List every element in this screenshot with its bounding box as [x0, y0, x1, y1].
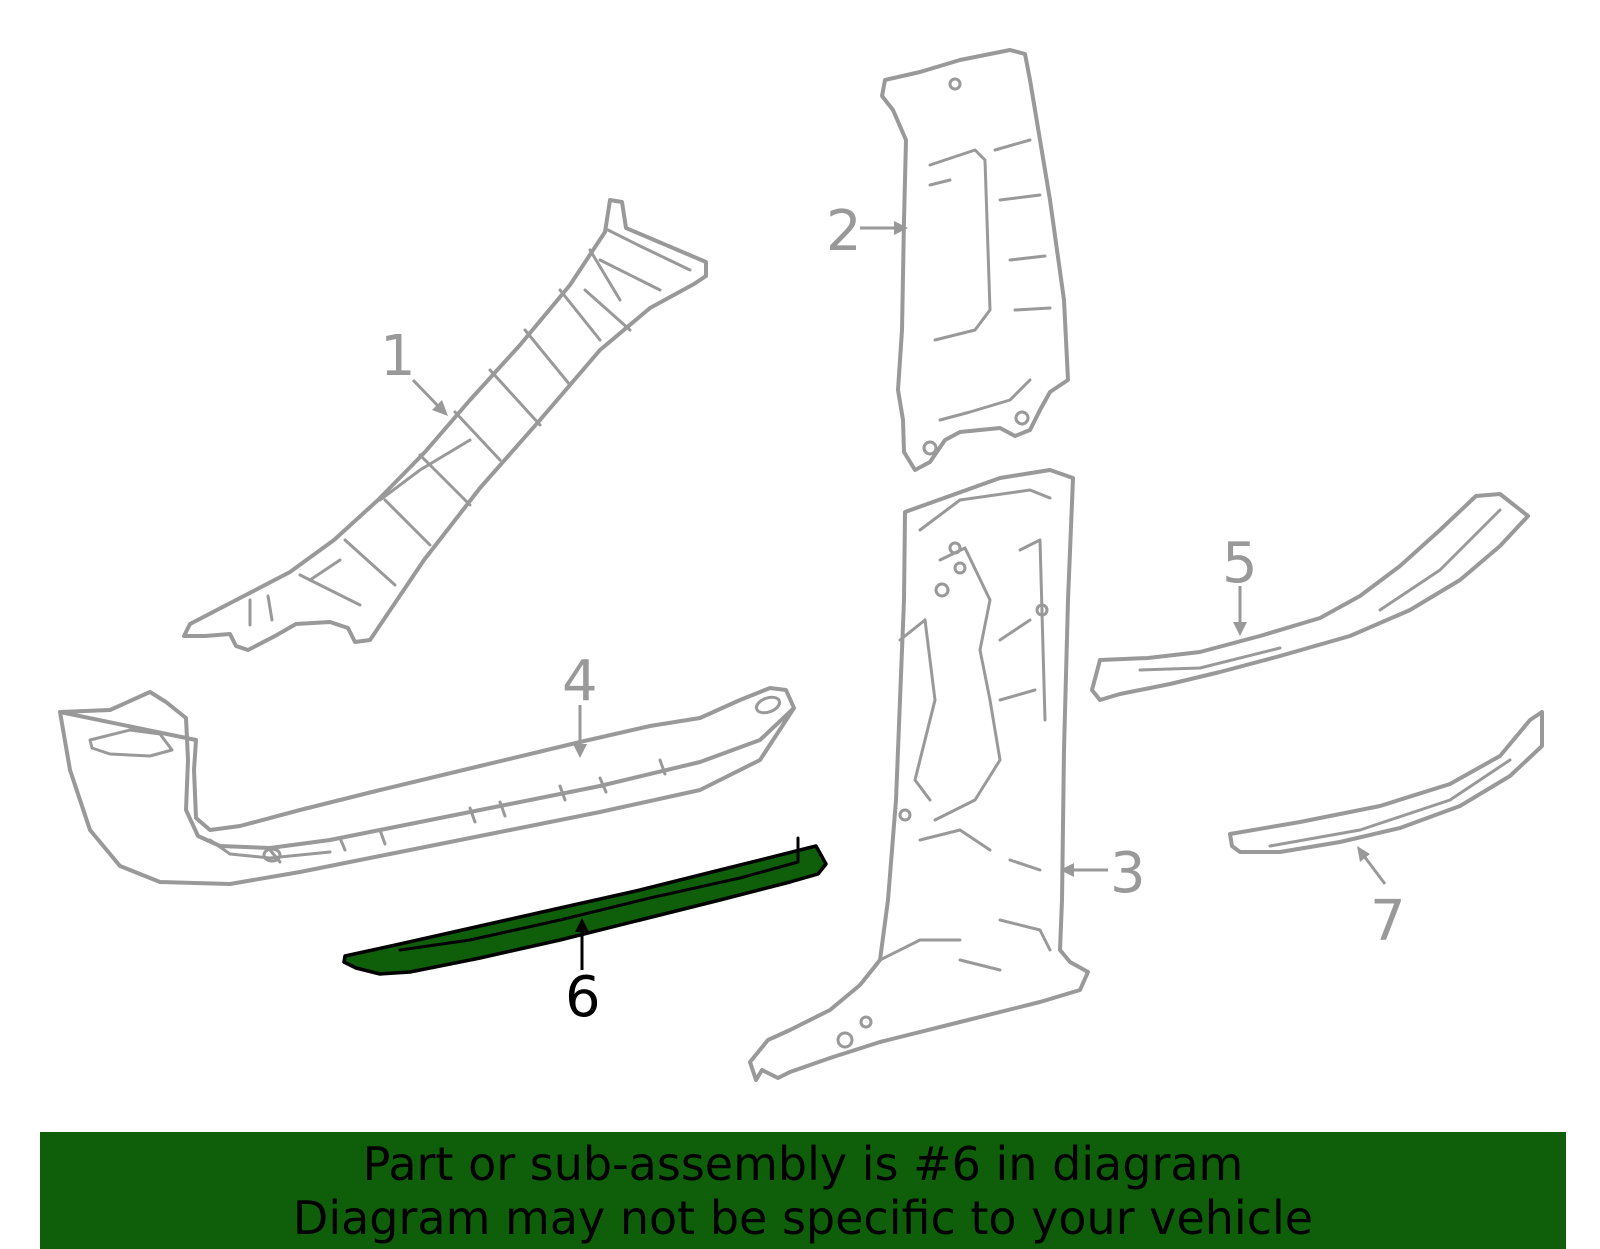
callout-6-arrowhead	[575, 918, 589, 932]
callout-2: 2	[826, 199, 862, 264]
part-5-rear-sill	[1090, 492, 1530, 702]
part-1-pillar-trim	[182, 198, 708, 652]
callout-7: 7	[1370, 889, 1406, 954]
parts-diagram: 1 2 3 4 5	[58, 48, 1544, 1082]
callout-5-arrowhead	[1233, 622, 1247, 636]
callout-4-arrowhead	[573, 744, 587, 758]
callout-1-leader	[411, 378, 442, 410]
info-banner: Part or sub-assembly is #6 in diagram Di…	[40, 1132, 1566, 1249]
callout-1: 1	[380, 324, 416, 389]
part-4-front-sill	[58, 686, 796, 886]
part-6-sill-plate	[342, 836, 828, 976]
part-2-upper-trim	[880, 48, 1070, 472]
part-7-rear-scuff-plate	[1228, 710, 1544, 854]
callout-5: 5	[1222, 531, 1258, 596]
callout-1-arrowhead	[432, 400, 448, 416]
callout-4: 4	[562, 649, 598, 714]
callout-6: 6	[565, 965, 601, 1030]
callout-2-arrowhead	[894, 221, 908, 235]
banner-line-1: Part or sub-assembly is #6 in diagram	[362, 1136, 1244, 1191]
part-3-lower-trim	[748, 468, 1090, 1082]
callout-3-arrowhead	[1060, 863, 1074, 877]
callout-7-leader	[1362, 855, 1387, 885]
banner-line-2: Diagram may not be specific to your vehi…	[292, 1190, 1314, 1245]
callout-7-arrowhead	[1357, 846, 1370, 862]
callout-3: 3	[1110, 841, 1146, 906]
